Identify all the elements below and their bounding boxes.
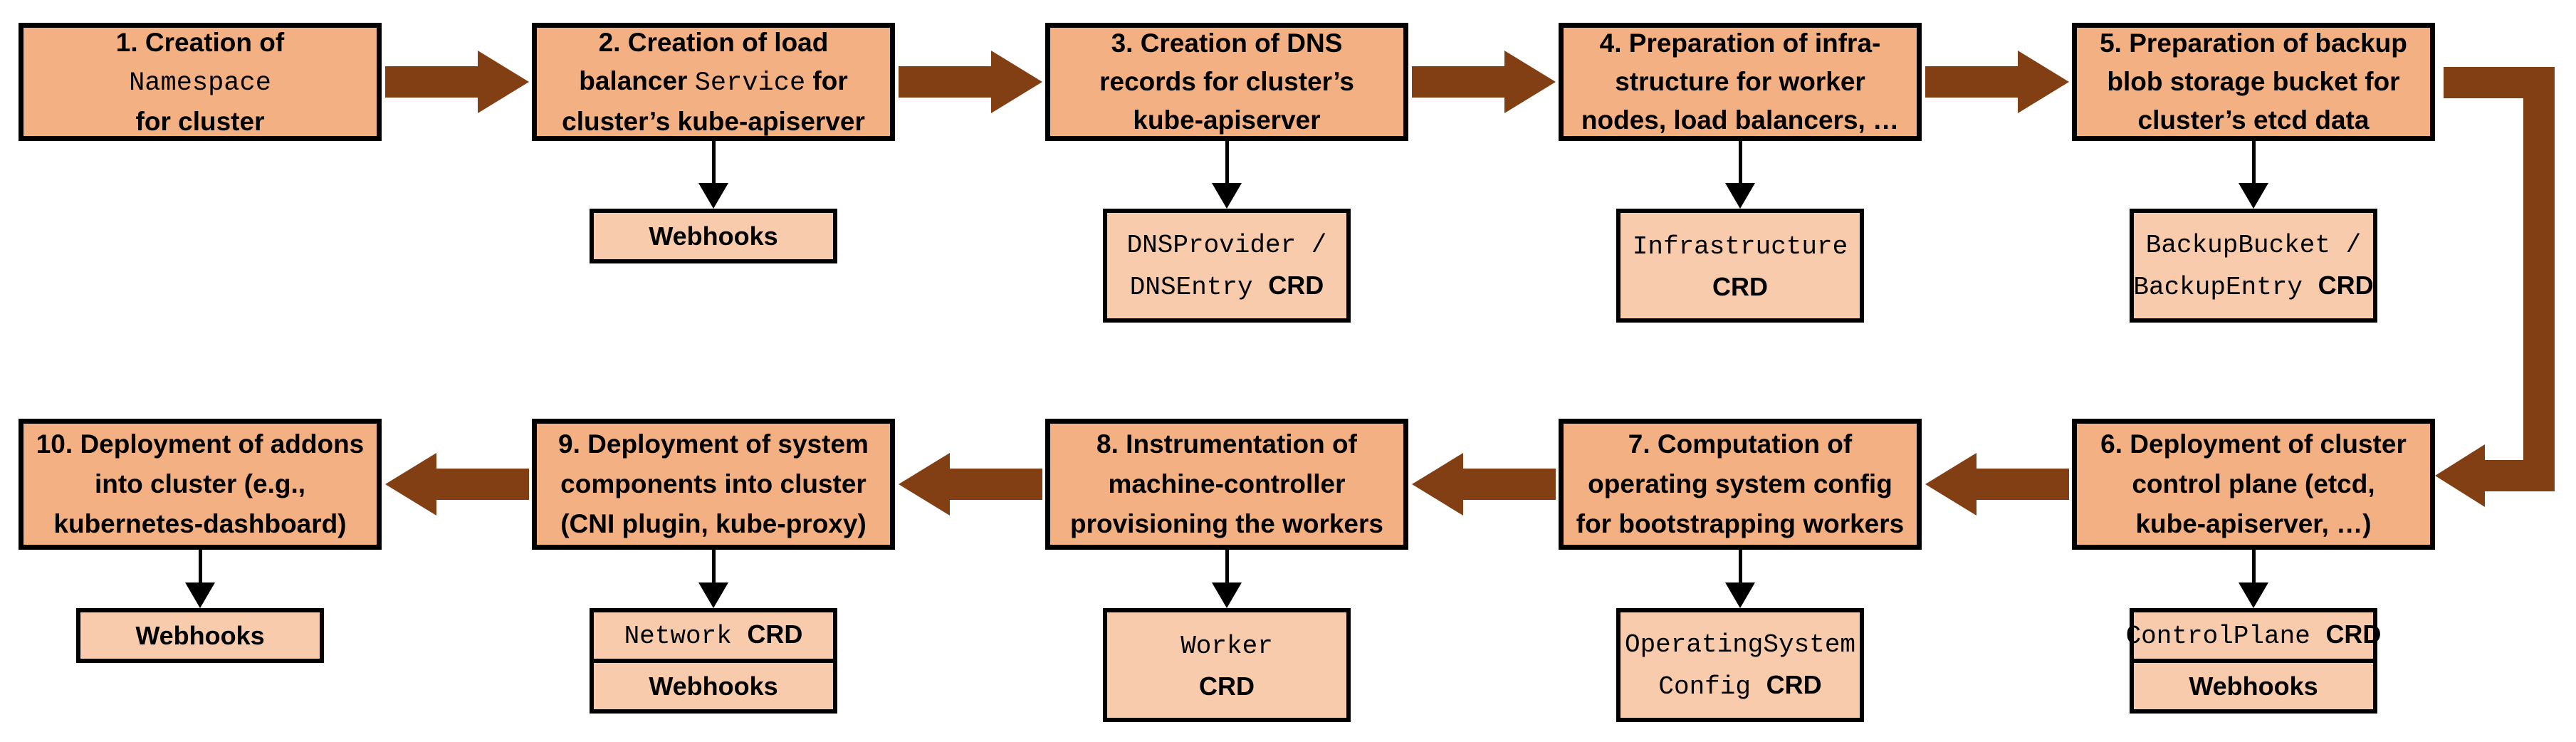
extension-arrow-step-10 (185, 550, 215, 608)
arrow-right-icon (2017, 51, 2069, 113)
gap-6-7 (1922, 419, 2072, 516)
flow-arrow-1-to-2 (384, 51, 529, 113)
arrow-left-icon (384, 453, 436, 516)
arrow-tail (1462, 469, 1556, 500)
step-9-crd-box: Network CRD (590, 608, 837, 663)
gap-1-2 (382, 23, 532, 113)
extension-arrow-step-8 (1212, 550, 1242, 608)
step-6-webhooks-box: Webhooks (2130, 659, 2377, 714)
arrow-tail (436, 469, 529, 500)
step-5-crd-box: BackupBucket /BackupEntry CRD (2130, 209, 2377, 323)
gap-4-5 (1922, 23, 2072, 113)
extension-arrow-step-6 (2239, 550, 2268, 608)
arrow-tail (1411, 66, 1504, 98)
flow-arrow-9-to-10 (384, 453, 529, 516)
flow-arrow-4-to-5 (1925, 51, 2069, 113)
arrow-line (711, 141, 716, 183)
arrow-tail (384, 66, 478, 98)
arrow-right-icon (477, 51, 529, 113)
step-6-crd-box: ControlPlane CRD (2126, 608, 2381, 663)
arrow-line (1225, 141, 1229, 183)
arrow-line (711, 550, 716, 582)
step-2-webhooks-box: Webhooks (590, 209, 837, 263)
extension-arrow-step-3 (1212, 141, 1242, 209)
step-4-column: 4. Preparation of infra-structure for wo… (1559, 23, 1922, 323)
arrow-tail (1925, 66, 2018, 98)
arrow-tail (898, 66, 991, 98)
flow-arrow-8-to-9 (898, 453, 1042, 516)
step-4-box: 4. Preparation of infra-structure for wo… (1559, 23, 1922, 141)
arrow-left-icon (2435, 444, 2485, 507)
arrow-tail (1976, 469, 2069, 500)
arrow-tail (949, 469, 1042, 500)
arrow-down-icon (1725, 582, 1755, 608)
step-10-webhooks-box: Webhooks (76, 608, 324, 663)
arrow-left-icon (1411, 453, 1463, 516)
arrow-down-icon (2239, 582, 2268, 608)
arrow-left-icon (898, 453, 950, 516)
arrow-down-icon (185, 582, 215, 608)
flow-arrow-3-to-4 (1411, 51, 1556, 113)
step-3-crd-box: DNSProvider /DNSEntry CRD (1103, 209, 1351, 323)
flow-arrow-7-to-8 (1411, 453, 1556, 516)
gap-7-8 (1408, 419, 1559, 516)
arrow-down-icon (1725, 183, 1755, 209)
arrow-line (1738, 550, 1742, 582)
arrow-right-icon (990, 51, 1042, 113)
arrow-right-icon (1504, 51, 1556, 113)
connector-5-to-6-vertical-segment (2523, 67, 2555, 491)
extension-arrow-step-5 (2239, 141, 2268, 209)
gap-8-9 (895, 419, 1045, 516)
connector-5-to-6-bottom-segment (2485, 460, 2532, 491)
arrow-line (1225, 550, 1229, 582)
flow-arrow-2-to-3 (898, 51, 1042, 113)
arrow-line (198, 550, 202, 582)
step-9-webhooks-box: Webhooks (590, 659, 837, 714)
arrow-line (1738, 141, 1742, 183)
gap-3-4 (1408, 23, 1559, 113)
arrow-down-icon (698, 183, 728, 209)
arrow-down-icon (698, 582, 728, 608)
arrow-left-icon (1925, 453, 1976, 516)
flow-arrow-6-to-7 (1925, 453, 2069, 516)
extension-arrow-step-9 (698, 550, 728, 608)
extension-arrow-step-2 (698, 141, 728, 209)
gap-2-3 (895, 23, 1045, 113)
extension-arrow-step-4 (1725, 141, 1755, 209)
gap-9-10 (382, 419, 532, 516)
arrow-line (2251, 141, 2256, 183)
arrow-line (2251, 550, 2256, 582)
arrow-down-icon (2239, 183, 2268, 209)
extension-arrow-step-7 (1725, 550, 1755, 608)
arrow-down-icon (1212, 582, 1242, 608)
arrow-down-icon (1212, 183, 1242, 209)
